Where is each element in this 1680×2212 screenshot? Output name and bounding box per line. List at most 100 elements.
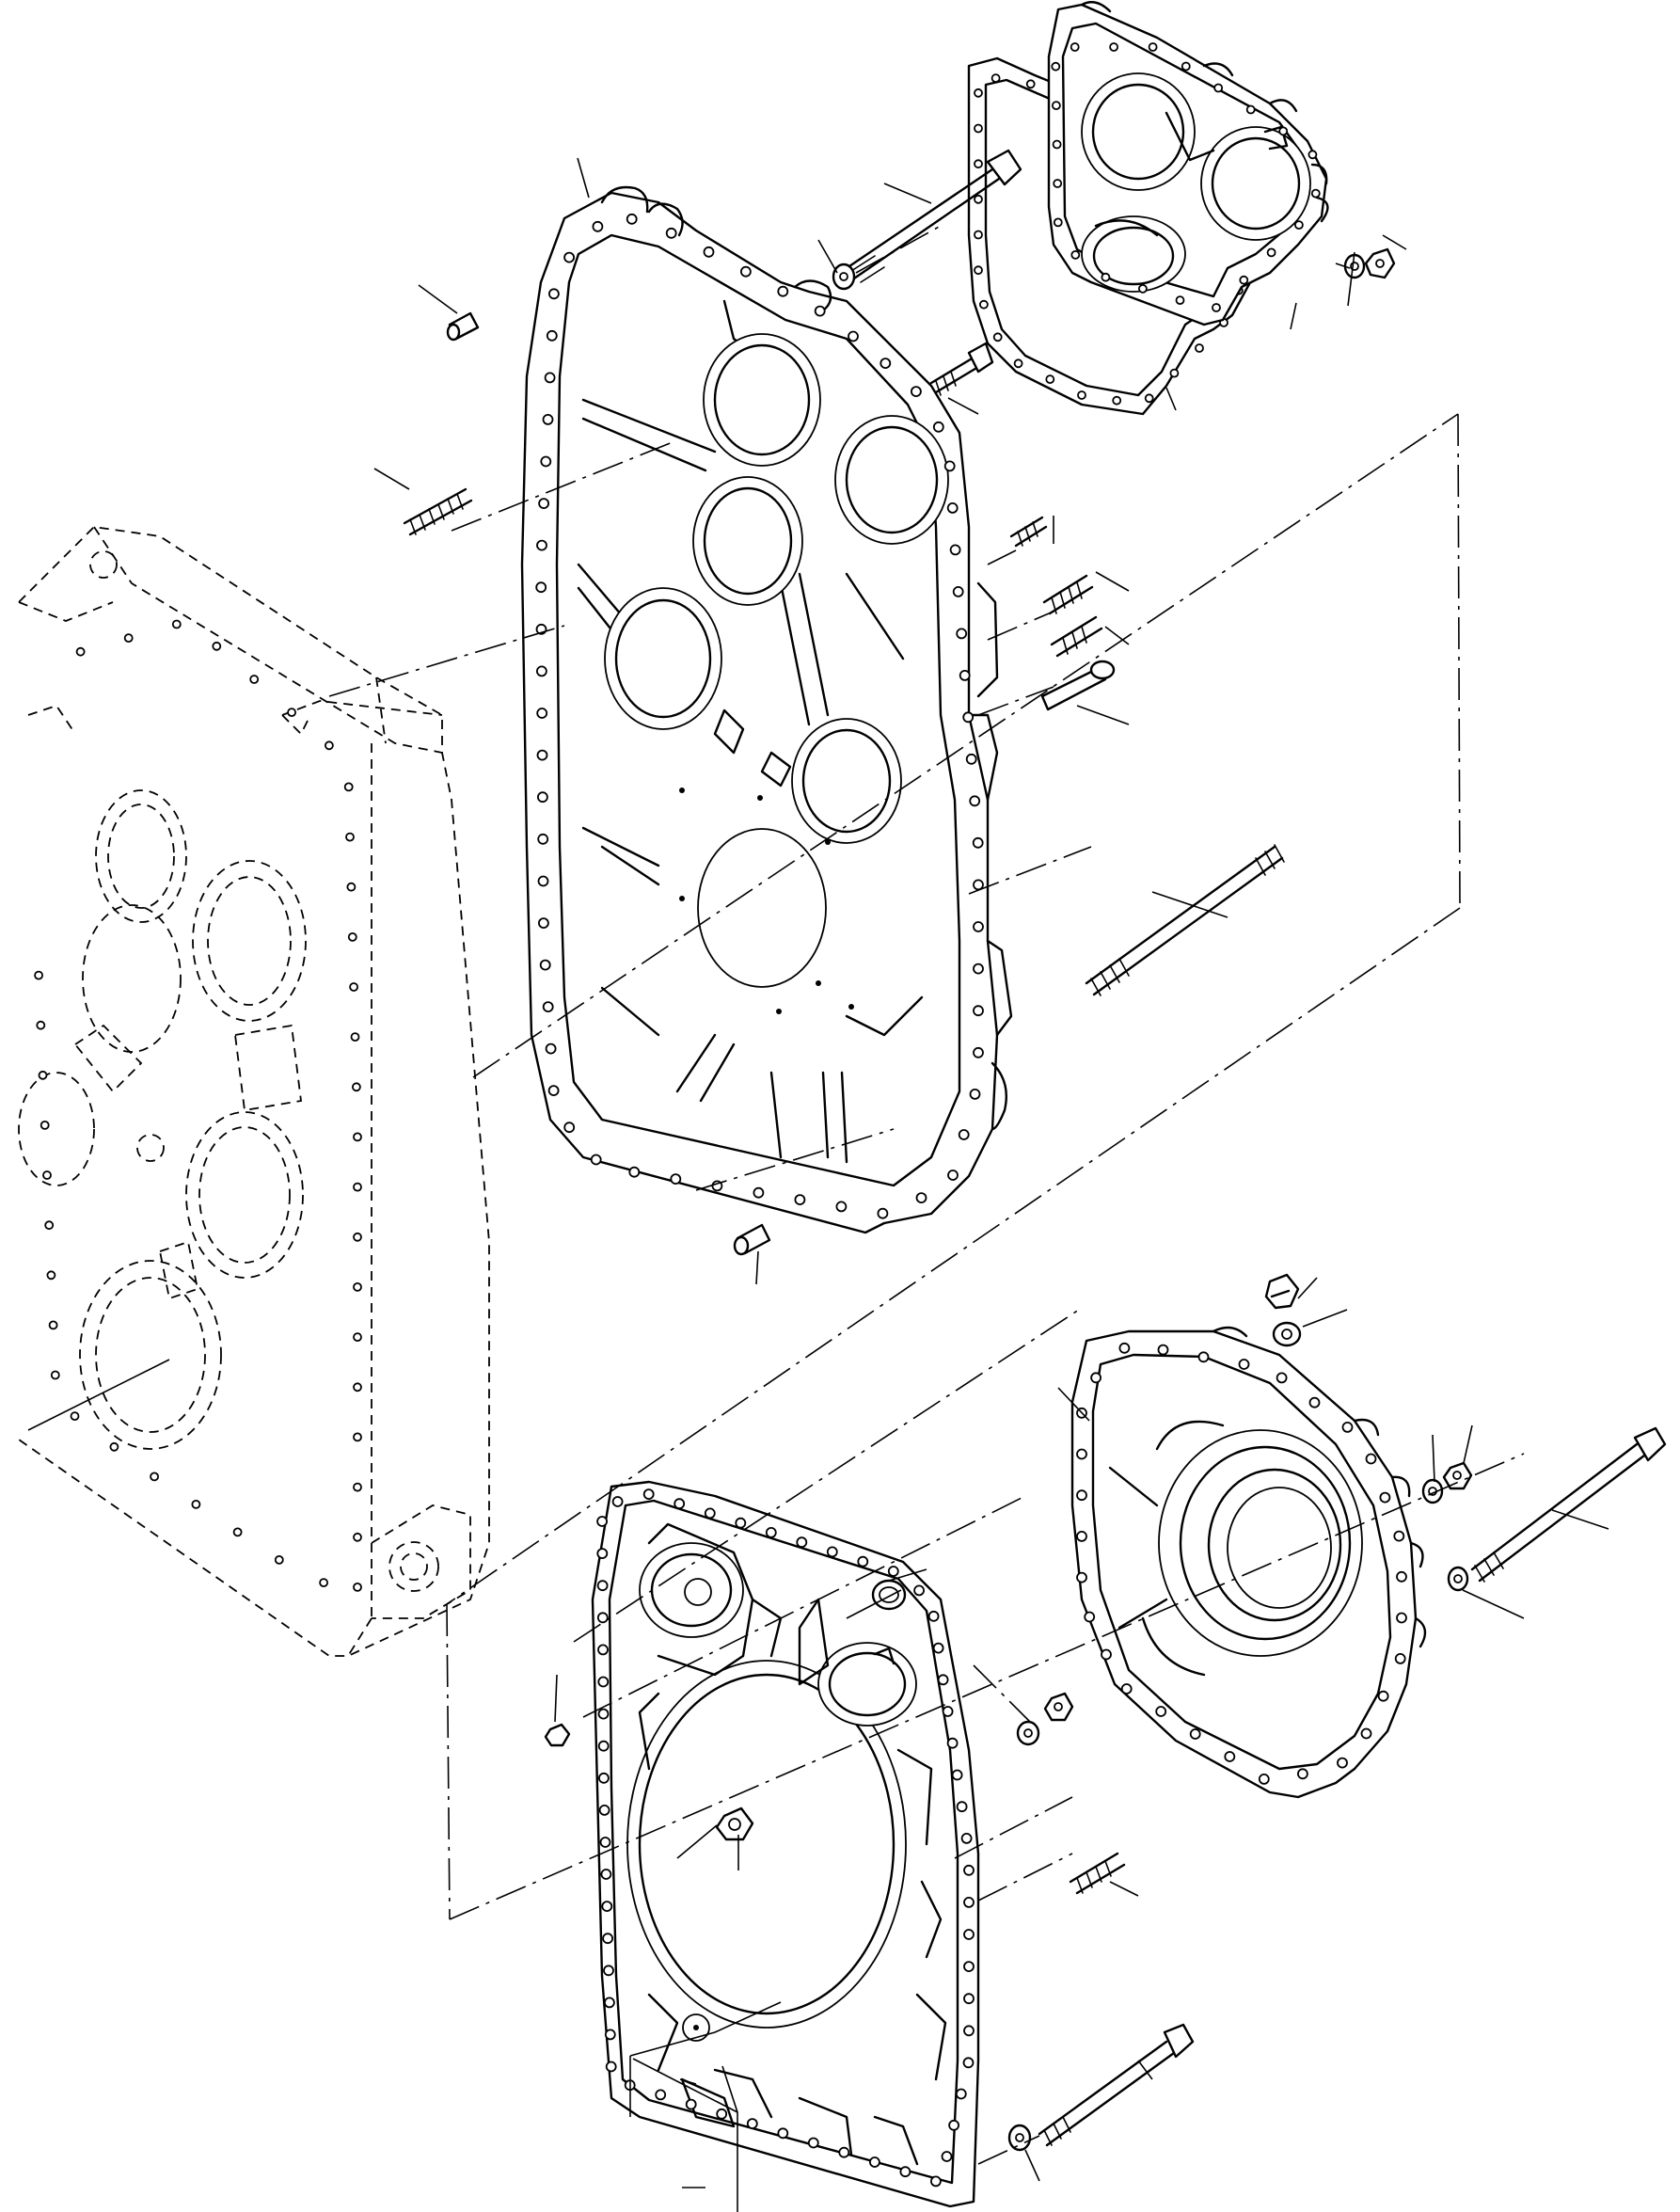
bolt-hole xyxy=(44,1220,55,1231)
bolt-hole xyxy=(350,1032,360,1042)
bearing-cage xyxy=(1070,1326,1427,1799)
bolt-hole xyxy=(947,1170,959,1181)
bolt-hole xyxy=(536,749,548,761)
bolt-hole xyxy=(674,1498,686,1510)
bolt-hole xyxy=(353,1583,362,1592)
bolt-hole xyxy=(542,413,554,425)
dowel-right xyxy=(1040,660,1116,711)
bolt-hole xyxy=(1341,1422,1354,1433)
bolt-hole xyxy=(353,1232,362,1242)
bolt-hole xyxy=(973,963,984,975)
bolt-hole xyxy=(1025,79,1036,89)
bolt-hole xyxy=(1212,303,1221,312)
bolt-hole xyxy=(48,1320,58,1330)
bolt-hole xyxy=(746,2118,758,2130)
bolt-hole xyxy=(665,227,677,239)
bolt-cage-long xyxy=(1470,1426,1667,1583)
bolt-hole xyxy=(1245,104,1256,115)
bolt-hole xyxy=(965,753,977,765)
bolt-hole xyxy=(1101,272,1111,282)
bolt-hole xyxy=(544,372,556,384)
bolt-hole xyxy=(548,288,560,300)
bolt-hole xyxy=(735,1517,747,1529)
bolt-hole xyxy=(50,1370,60,1380)
bolt-hole xyxy=(880,358,892,370)
bolt-hole xyxy=(1360,1727,1372,1740)
bolt-hole xyxy=(596,1580,609,1592)
bolt-hole xyxy=(353,1432,362,1442)
bolt-hole xyxy=(1365,1453,1377,1465)
bolt-hole xyxy=(974,265,983,276)
bolt-hole xyxy=(563,1122,576,1134)
bolt-hole xyxy=(1379,1491,1391,1504)
bolt-hole xyxy=(1175,295,1185,306)
bolt-hole xyxy=(1052,101,1061,110)
bolt-hole xyxy=(974,194,983,204)
stud-left xyxy=(403,487,473,536)
bolt-hole xyxy=(628,1166,641,1178)
bolt-hole xyxy=(955,2088,967,2100)
bolt-hole xyxy=(604,1997,615,2009)
bolt-hole xyxy=(962,711,975,724)
bolt-hole xyxy=(1258,1774,1270,1785)
bolt-hole xyxy=(540,455,552,468)
stud-long xyxy=(1085,844,1285,996)
bolt-hole xyxy=(171,619,182,629)
bolt-hole xyxy=(1138,283,1148,294)
bolt-hole xyxy=(601,1901,613,1912)
lower-cover-plate xyxy=(591,1480,980,2208)
bolt-hole xyxy=(596,1516,608,1527)
bolt-hole xyxy=(1189,1728,1201,1740)
bolt-hole xyxy=(1155,1706,1167,1717)
bolt-hole xyxy=(1101,1648,1112,1661)
bolt-hole xyxy=(794,1194,806,1205)
bolt-hole xyxy=(538,498,549,509)
bolt-hole xyxy=(1076,1489,1087,1502)
bolt-hole xyxy=(1396,1612,1407,1624)
bolt-hole xyxy=(963,1961,975,1973)
bolt-hole xyxy=(597,1740,610,1752)
bolt-hole xyxy=(123,633,134,643)
transmission-case xyxy=(18,526,490,1657)
bolt-hole xyxy=(349,982,359,992)
bolt-hole xyxy=(1157,1344,1169,1356)
bolt-hole xyxy=(150,1472,160,1482)
stud-3 xyxy=(1050,615,1103,658)
bolt-hole xyxy=(960,1833,973,1844)
bolt-hole xyxy=(655,2089,667,2101)
bolt-hole xyxy=(1308,1396,1321,1408)
bolt-hole xyxy=(826,1546,838,1558)
bolt-hole xyxy=(1310,188,1321,199)
bolt-hole xyxy=(814,305,826,317)
bolt-hole xyxy=(1276,1372,1288,1384)
bolt-hole xyxy=(191,1500,201,1509)
front-housing xyxy=(520,185,1013,1234)
bolt-hole xyxy=(598,1805,610,1816)
bolt-hole xyxy=(346,882,357,892)
bolt-hole xyxy=(1337,1757,1348,1769)
fasteners xyxy=(403,149,1667,2152)
bolt-hole xyxy=(1181,61,1191,72)
bolt-hole xyxy=(974,88,983,98)
bolt-hole xyxy=(535,581,547,594)
bolt-hole xyxy=(1266,247,1276,258)
bolt-hole xyxy=(838,2146,850,2158)
bolt-hole xyxy=(670,1173,682,1185)
bolt-hole xyxy=(603,1965,614,1977)
bolt-hole xyxy=(626,213,638,225)
bolt-hole xyxy=(927,1610,940,1622)
bolt-hole xyxy=(1052,139,1062,150)
bolt-hole xyxy=(70,1411,80,1421)
bolt-hole xyxy=(946,1737,959,1749)
top-cover xyxy=(1047,1,1329,326)
bolt-hole xyxy=(1238,1359,1250,1370)
bolt-hole xyxy=(963,1897,975,1908)
bolt-hole xyxy=(1213,83,1224,93)
bolt-hole xyxy=(992,332,1003,342)
bolt-hole xyxy=(353,1282,362,1292)
bolt-hole xyxy=(353,1482,362,1492)
bolt-hole xyxy=(973,1005,984,1017)
bolt-hole xyxy=(600,1869,612,1880)
bolt-short xyxy=(929,342,994,396)
